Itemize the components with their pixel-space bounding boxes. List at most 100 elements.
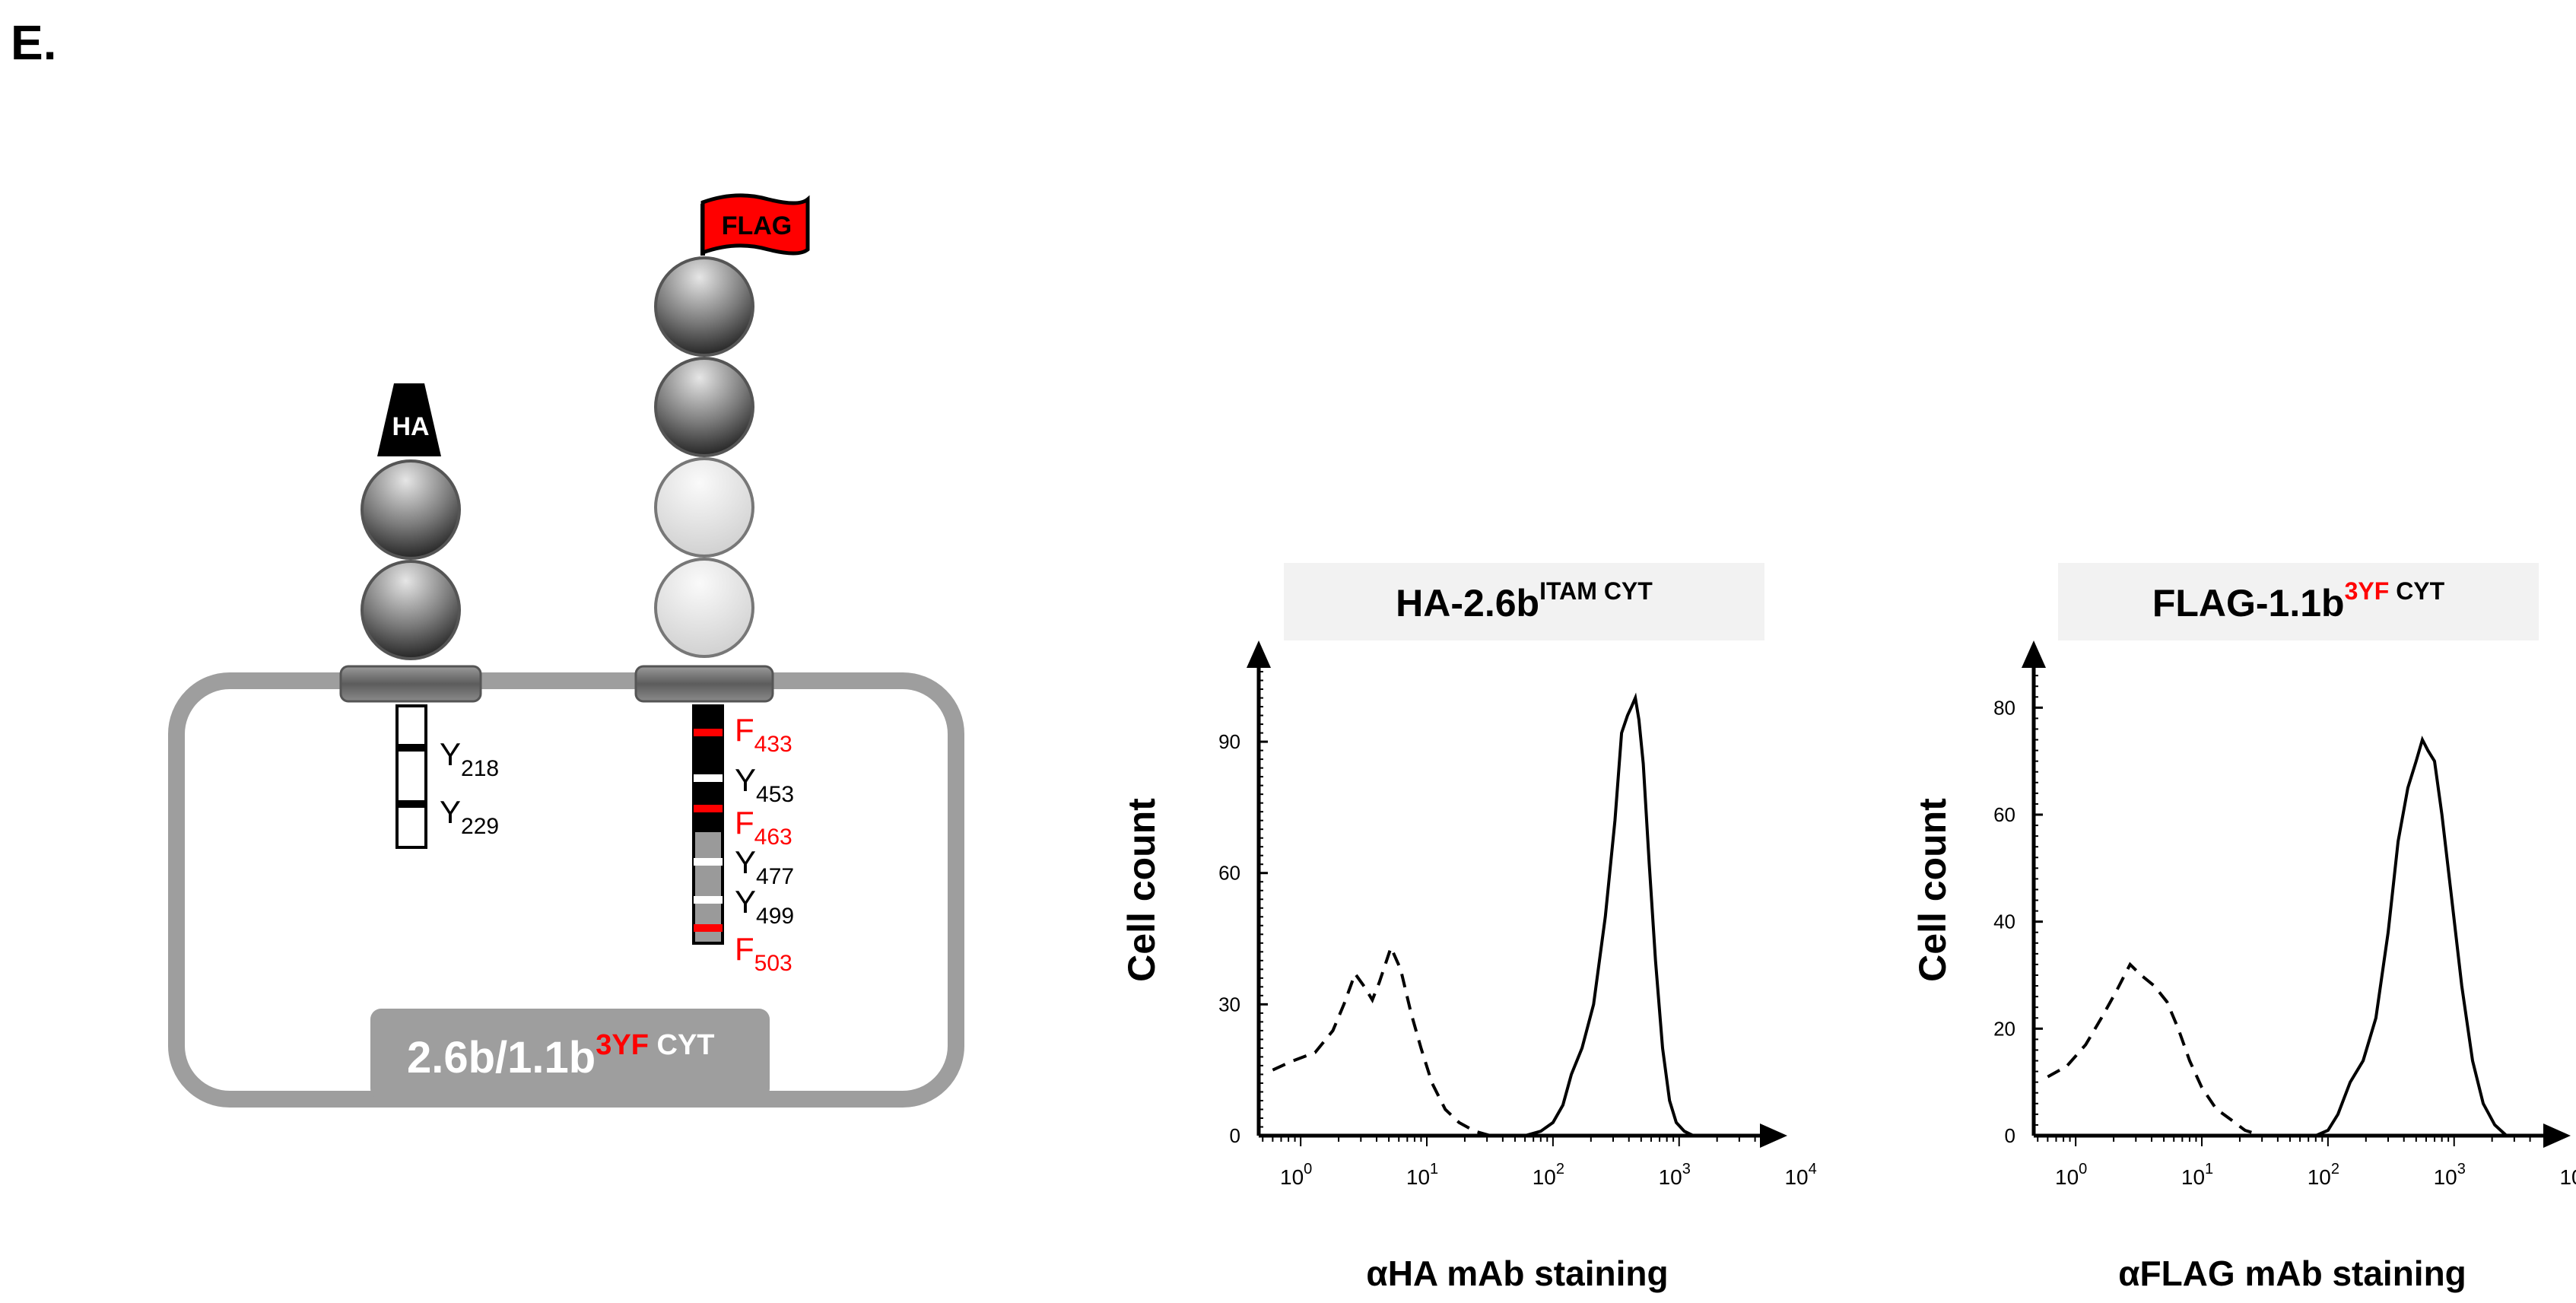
x-tick-label: 104 (1784, 1161, 1816, 1189)
y-axis-label: Cell count (1911, 798, 1954, 982)
y-tick-label: 80 (1993, 696, 2015, 719)
x-tick-base: 10 (2308, 1165, 2331, 1189)
y-tick-label: 60 (1218, 862, 1240, 885)
residue-label: F433 (735, 712, 792, 757)
residue-label: F503 (735, 931, 792, 976)
transmembrane-segment-right (634, 665, 774, 703)
residue-number: 503 (754, 951, 792, 976)
residue-bar (694, 896, 723, 904)
x-tick-label: 103 (2434, 1161, 2466, 1189)
isotype-control-curve (1272, 943, 1510, 1137)
residue-label: Y499 (735, 884, 794, 929)
x-tick-label: 102 (1533, 1161, 1564, 1189)
residue-label: Y453 (735, 762, 794, 807)
x-tick-exponent: 3 (1682, 1161, 1691, 1177)
ig-domain-1 (361, 459, 461, 560)
x-tick-base: 10 (2055, 1165, 2079, 1189)
residue-label: Y477 (735, 844, 794, 889)
residue-number: 453 (756, 782, 794, 807)
residue-label: F463 (735, 805, 792, 850)
x-tick-base: 10 (1659, 1165, 1682, 1189)
y-tick-label: 60 (1993, 803, 2015, 826)
cell-label: 2.6b/1.1b3YF CYT (407, 1029, 715, 1082)
cell-label-main: 2.6b/1.1b (407, 1033, 596, 1082)
transmembrane-segment-left (339, 665, 482, 703)
flag-icon (700, 193, 810, 256)
ig-domain-2 (361, 560, 461, 660)
staining-curve (1524, 692, 1695, 1137)
y-tick-label: 30 (1218, 993, 1240, 1015)
x-tick-label: 101 (2181, 1161, 2213, 1189)
cytoplasmic-tail-right-outline (692, 704, 724, 945)
y-axis-label: Cell count (1120, 798, 1163, 982)
x-tick-base: 10 (2434, 1165, 2457, 1189)
cell-label-sup-red: 3YF (596, 1029, 649, 1061)
residue-number: 499 (756, 904, 794, 929)
y-tick-label: 90 (1218, 730, 1240, 753)
x-tick-exponent: 0 (1304, 1161, 1312, 1177)
ig-domain-5 (654, 457, 754, 558)
cell-label-box (370, 1009, 770, 1099)
x-tick-label: 103 (1659, 1161, 1691, 1189)
y-tick-label: 20 (1993, 1017, 2015, 1040)
residue-number: 433 (754, 732, 792, 757)
x-tick-label: 104 (2559, 1161, 2576, 1189)
residue-letter: F (735, 712, 754, 748)
tyrosine-motif-229 (397, 800, 426, 808)
residue-number: 477 (756, 864, 794, 889)
x-axis-label: αHA mAb staining (1366, 1254, 1668, 1293)
residue-letter: F (735, 805, 754, 841)
x-tick-base: 10 (2559, 1165, 2576, 1189)
y-tick-label: 0 (2005, 1124, 2015, 1147)
x-axis-arrow (2543, 1123, 2571, 1148)
x-tick-exponent: 2 (2331, 1161, 2339, 1177)
cell-label-sup-white: CYT (649, 1029, 715, 1061)
x-tick-exponent: 0 (2079, 1161, 2087, 1177)
x-tick-label: 101 (1406, 1161, 1438, 1189)
residue-label: Y229 (440, 794, 499, 839)
residue-letter: Y (735, 762, 756, 798)
chart-title-sup: ITAM CYT (1539, 577, 1653, 605)
x-tick-exponent: 1 (1430, 1161, 1438, 1177)
x-tick-base: 10 (1533, 1165, 1556, 1189)
flag-tag-label: FLAG (722, 211, 792, 240)
x-tick-label: 100 (2055, 1161, 2087, 1189)
histogram-flag: FLAG-1.1b3YF CYT020406080100101102103104… (1911, 563, 2576, 1293)
x-tick-exponent: 1 (2205, 1161, 2213, 1177)
cytoplasmic-tail-left (395, 704, 427, 849)
residue-letter: Y (735, 884, 756, 920)
ig-domain-4 (654, 357, 754, 457)
tyrosine-motif-218 (397, 744, 426, 752)
chart-title-sup2: CYT (2389, 577, 2444, 605)
y-tick-label: 0 (1230, 1124, 1240, 1147)
x-tick-base: 10 (1280, 1165, 1304, 1189)
x-tick-base: 10 (1406, 1165, 1430, 1189)
residue-number: 229 (461, 814, 499, 839)
ig-domain-6 (654, 558, 754, 658)
right-residue-bars (694, 729, 723, 932)
ha-tag-icon (377, 383, 441, 456)
cytoplasmic-tail-right-dark (694, 706, 723, 832)
isotype-control-curve (2047, 961, 2285, 1137)
ha-tag-label: HA (392, 412, 429, 441)
residue-letter: Y (440, 736, 461, 772)
x-tick-label: 100 (1280, 1161, 1312, 1189)
residue-number: 463 (754, 825, 792, 850)
chart-title-sup: 3YF (2345, 577, 2390, 605)
staining-curve (2300, 736, 2508, 1137)
chart-title-main: HA-2.6b (1396, 582, 1539, 624)
residue-bar (694, 924, 723, 932)
chart-title: FLAG-1.1b3YF CYT (2152, 577, 2445, 624)
x-axis-label: αFLAG mAb staining (2118, 1254, 2466, 1293)
residue-bar (694, 774, 723, 782)
x-tick-exponent: 4 (1809, 1161, 1817, 1177)
x-axis-arrow (1760, 1123, 1787, 1148)
x-tick-exponent: 2 (1556, 1161, 1564, 1177)
